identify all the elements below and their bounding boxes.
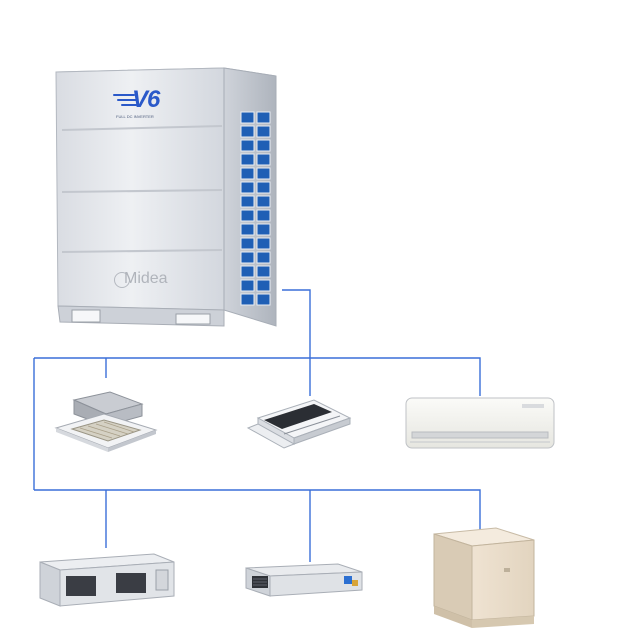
indoor-unit-floor-standing: [426, 524, 540, 634]
fan-grille-cell: [240, 279, 255, 292]
fan-grille-cell: [240, 111, 255, 124]
model-badge-text: V6: [132, 86, 160, 113]
fan-grille-cell: [240, 195, 255, 208]
fan-grille-cell: [240, 167, 255, 180]
indoor-unit-high-static-duct: [36, 546, 178, 610]
fan-grille-cell: [240, 209, 255, 222]
fan-grille-cell: [240, 153, 255, 166]
badge-tagline: FULL DC INVERTER: [116, 114, 154, 119]
fan-grille-cell: [240, 251, 255, 264]
fan-grille: [240, 111, 271, 306]
fan-grille-cell: [256, 223, 271, 236]
fan-grille-cell: [240, 265, 255, 278]
fan-grille-cell: [240, 139, 255, 152]
fan-grille-cell: [256, 125, 271, 138]
fan-grille-cell: [240, 181, 255, 194]
fan-grille-cell: [256, 153, 271, 166]
fan-grille-cell: [256, 181, 271, 194]
speed-lines-icon: [113, 94, 137, 106]
fan-grille-cell: [256, 167, 271, 180]
model-badge: V6 FULL DC INVERTER: [112, 86, 176, 120]
fan-grille-cell: [256, 293, 271, 306]
fan-grille-cell: [256, 195, 271, 208]
fan-grille-cell: [256, 279, 271, 292]
outdoor-unit: V6 FULL DC INVERTER Midea: [48, 64, 284, 340]
brand-swoosh-icon: [114, 272, 130, 288]
indoor-unit-one-way-cassette: [244, 398, 354, 460]
indoor-unit-four-way-cassette: [54, 390, 158, 456]
fan-grille-cell: [240, 293, 255, 306]
main-riser-line: [282, 289, 311, 396]
indoor-unit-slim-duct: [244, 560, 364, 604]
fan-grille-cell: [240, 237, 255, 250]
lower-branch-line: [34, 489, 481, 530]
indoor-unit-wall-mounted: [402, 396, 556, 452]
upper-branch-line: [34, 357, 481, 396]
fan-grille-cell: [240, 223, 255, 236]
brand-name: Midea: [124, 270, 168, 287]
fan-grille-cell: [256, 209, 271, 222]
fan-grille-cell: [256, 265, 271, 278]
fan-grille-cell: [256, 237, 271, 250]
brand-logo: Midea: [114, 270, 184, 292]
fan-grille-cell: [240, 125, 255, 138]
fan-grille-cell: [256, 139, 271, 152]
fan-grille-cell: [256, 111, 271, 124]
fan-grille-cell: [256, 251, 271, 264]
